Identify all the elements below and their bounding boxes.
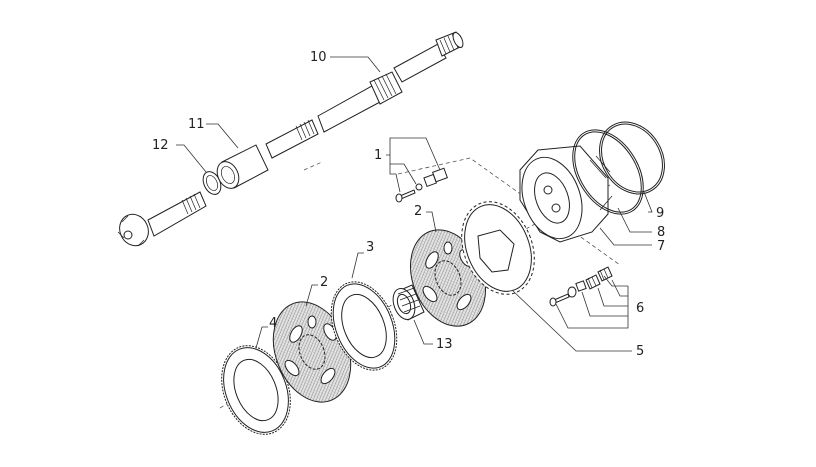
callout-10: 10	[310, 50, 327, 65]
callout-5: 5	[636, 344, 644, 359]
callout-11: 11	[188, 117, 205, 132]
callout-3: 3	[366, 240, 374, 255]
part-1-bolt-set	[395, 167, 448, 203]
callout-labels: 10 11 12 1 2 3 2 4 13 5 6 7 8 9	[152, 50, 665, 359]
part-8-o-ring	[572, 129, 644, 215]
callout-13: 13	[436, 337, 453, 352]
callout-4: 4	[269, 316, 277, 331]
leader-lines	[176, 56, 653, 352]
part-2-friction-disc-lower	[272, 301, 352, 403]
callout-2-upper: 2	[414, 204, 422, 219]
callout-9: 9	[656, 206, 664, 221]
callout-8: 8	[657, 225, 665, 240]
callout-6: 6	[636, 301, 644, 316]
part-6-spring-set	[549, 266, 613, 307]
part-4-steel-disc	[221, 345, 291, 435]
part-5-sprocket	[461, 201, 535, 295]
callout-1: 1	[374, 148, 382, 163]
callout-2-lower: 2	[320, 275, 328, 290]
part-9-o-ring	[599, 121, 665, 195]
part-3-steel-plate	[330, 281, 398, 371]
input-shaft-spline	[117, 191, 207, 247]
callout-12: 12	[152, 138, 169, 153]
part-11-sleeve	[216, 144, 269, 189]
part-7-clutch-housing	[519, 145, 613, 243]
part-10-main-shaft	[265, 31, 464, 159]
callout-7: 7	[657, 239, 665, 254]
part-13-needle-bearing	[392, 284, 425, 321]
